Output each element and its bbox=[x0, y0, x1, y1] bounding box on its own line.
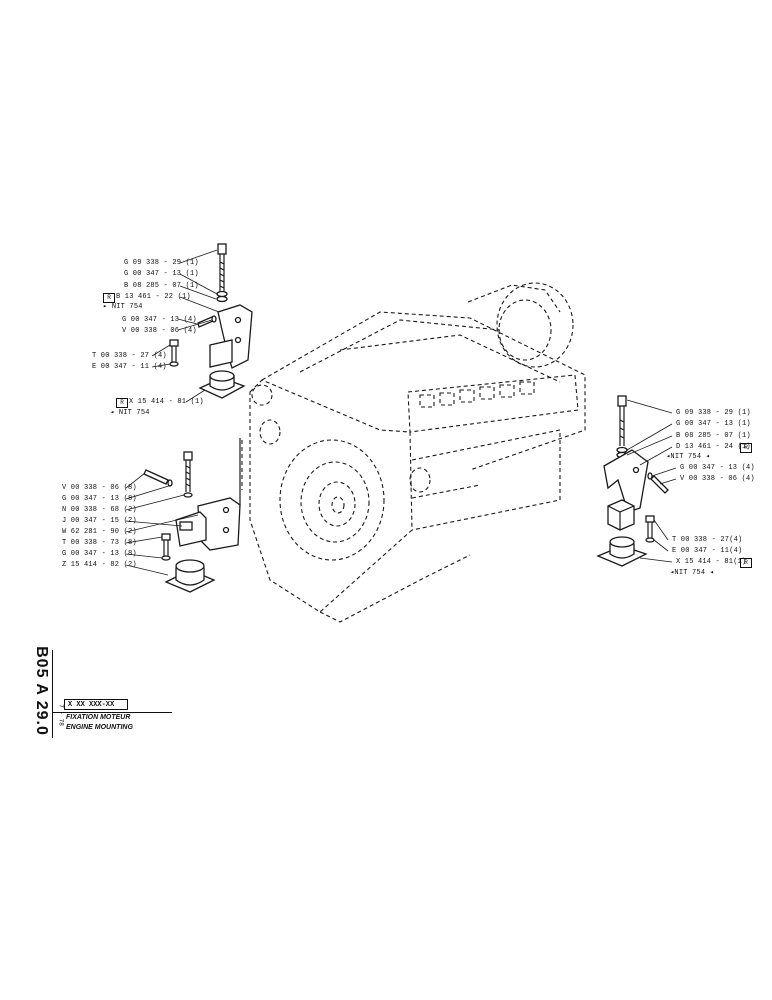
engine-outline bbox=[241, 282, 586, 623]
part-label: J 00 347 - 15 (2) bbox=[62, 517, 137, 525]
leader-lines bbox=[125, 249, 677, 576]
left-upper-mount bbox=[169, 243, 253, 399]
reference-number: X XX XXX-XX bbox=[64, 699, 128, 710]
nit-reference: ◂ NIT 754 bbox=[110, 409, 150, 417]
part-label: V 00 338 - 06 (4) bbox=[122, 327, 197, 335]
part-label: E 00 347 - 11 (4) bbox=[92, 363, 167, 371]
part-label: N 00 338 - 68 (2) bbox=[62, 506, 137, 514]
nit-label: NIT 754 bbox=[670, 453, 702, 461]
part-label: X 15 414 - 81 (1) bbox=[129, 398, 204, 406]
part-label: G 00 347 - 13 (1) bbox=[124, 270, 199, 278]
title-block-divider bbox=[52, 650, 53, 738]
revision-mark: R bbox=[740, 443, 752, 453]
part-label: G 00 347 - 13 (8) bbox=[62, 550, 137, 558]
nit-label: NIT 754 bbox=[118, 409, 150, 417]
part-label: G 00 347 - 13 (1) bbox=[676, 420, 751, 428]
nit-reference: ▸ NIT 754 bbox=[103, 303, 143, 311]
part-label: T 00 338 - 73 (8) bbox=[62, 539, 137, 547]
part-label: V 00 338 - 06 (8) bbox=[62, 484, 137, 492]
part-label: G 00 347 - 13 (4) bbox=[680, 464, 755, 472]
part-label: G 00 347 - 13 (8) bbox=[62, 495, 137, 503]
part-label: E 00 347 - 11(4) bbox=[672, 547, 743, 555]
revision-mark: R bbox=[116, 398, 128, 408]
part-label: G 00 347 - 13 (4) bbox=[122, 316, 197, 324]
part-label: D 13 461 - 24 (1) bbox=[676, 443, 751, 451]
title-english: ENGINE MOUNTING bbox=[66, 724, 133, 731]
part-label: Z 15 414 - 82 (2) bbox=[62, 561, 137, 569]
part-label: X 15 414 - 81(1) bbox=[676, 558, 747, 566]
part-label: G 09 338 - 29 (1) bbox=[124, 259, 199, 267]
title-block-divider bbox=[52, 712, 172, 713]
part-label: T 00 338 - 27(4) bbox=[672, 536, 743, 544]
part-label: T 00 338 - 27 (4) bbox=[92, 352, 167, 360]
part-label: B 08 285 - 07 (1) bbox=[676, 432, 751, 440]
nit-reference: ◂NIT 754 ◂ bbox=[666, 453, 711, 461]
left-lower-mount bbox=[143, 438, 241, 593]
revision-mark: R bbox=[740, 558, 752, 568]
nit-label: NIT 754 bbox=[111, 303, 143, 311]
right-mount bbox=[596, 395, 669, 567]
part-label: V 00 338 - 06 (4) bbox=[680, 475, 755, 483]
title-french: FIXATION MOTEUR bbox=[66, 714, 131, 721]
part-label: B 08 285 - 07 (1) bbox=[124, 282, 199, 290]
part-label: B 13 461 - 22 (1) bbox=[116, 293, 191, 301]
part-label: G 09 338 - 29 (1) bbox=[676, 409, 751, 417]
revision-mark: R bbox=[103, 293, 115, 303]
nit-reference: ◂NIT 754 ◂ bbox=[670, 569, 715, 577]
part-label: W 62 281 - 90 (2) bbox=[62, 528, 137, 536]
nit-label: NIT 754 bbox=[674, 569, 706, 577]
drawing-code-text: B05 A 29.0 bbox=[33, 646, 50, 736]
drawing-code: B05 A 29.0 bbox=[30, 646, 52, 736]
